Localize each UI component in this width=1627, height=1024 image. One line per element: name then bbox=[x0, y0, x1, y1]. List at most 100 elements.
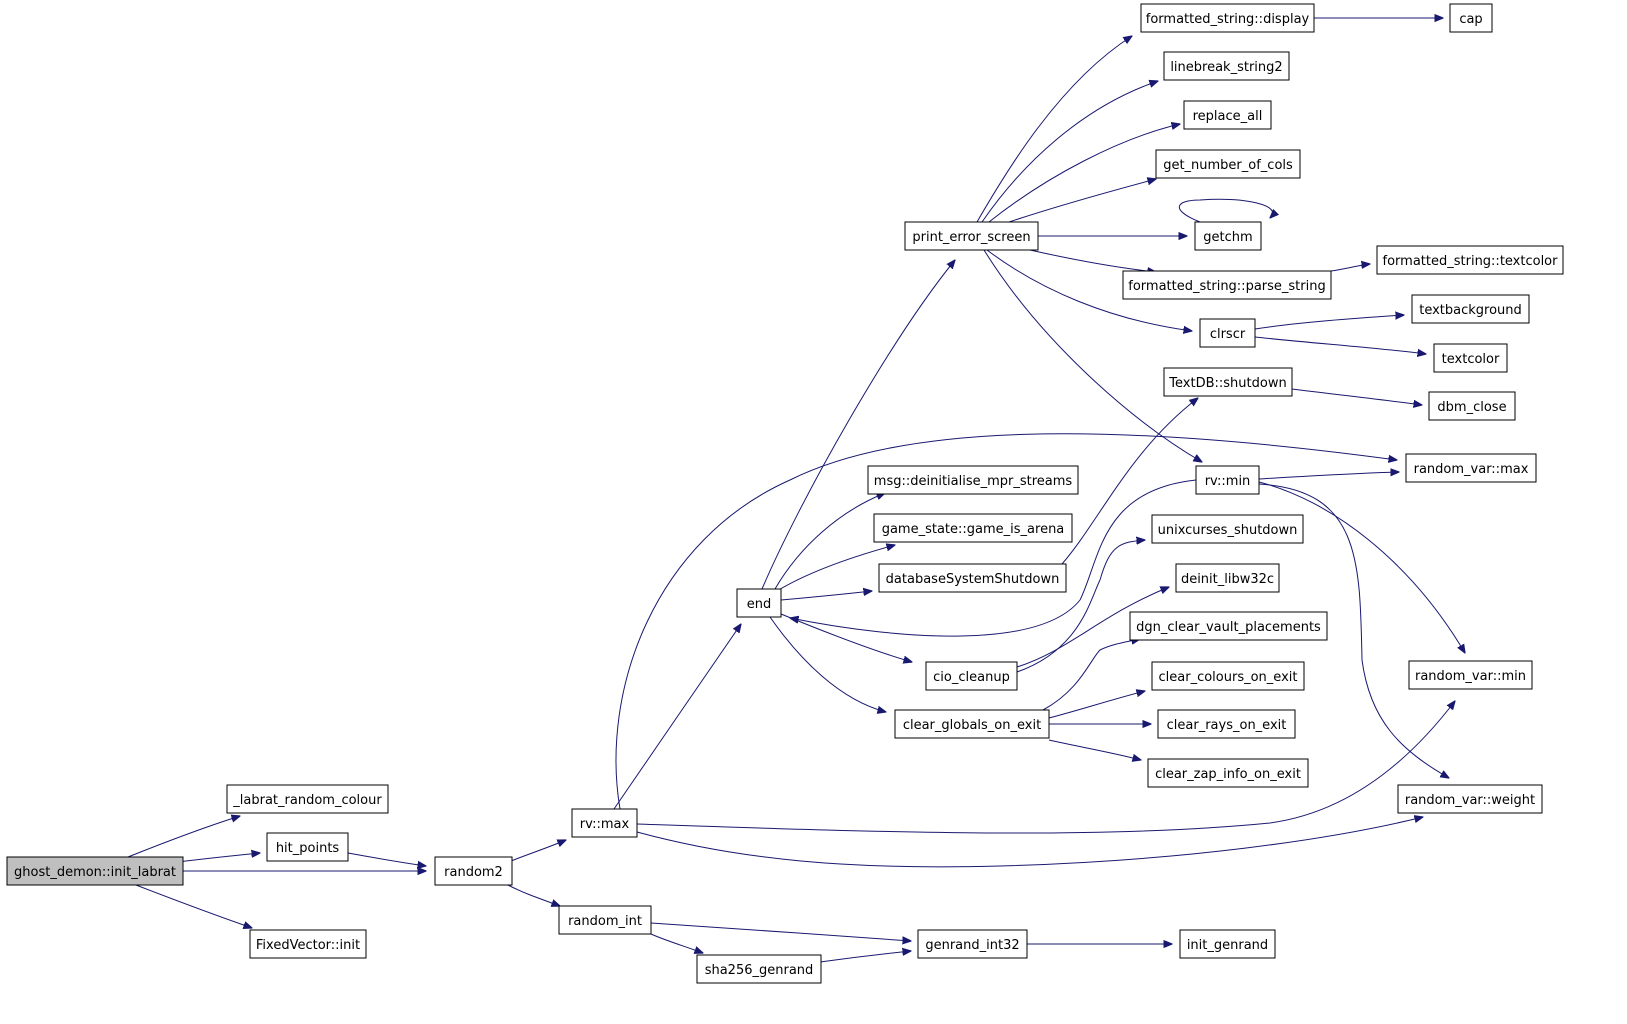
node-box bbox=[917, 929, 1028, 959]
node-label: deinit_libw32c bbox=[1181, 572, 1274, 587]
node-label: formatted_string::display bbox=[1146, 12, 1310, 27]
edges-layer bbox=[128, 18, 1465, 963]
node-replace-all[interactable]: replace_all bbox=[1183, 100, 1272, 130]
node-label: formatted_string::parse_string bbox=[1128, 279, 1325, 294]
edge-arrow bbox=[774, 493, 885, 590]
edge-arrow bbox=[1291, 388, 1422, 405]
edge-arrow bbox=[1330, 264, 1370, 272]
node-sha256[interactable]: sha256_genrand bbox=[696, 954, 822, 984]
node-labrat-colour[interactable]: _labrat_random_colour bbox=[226, 784, 389, 814]
node-box bbox=[1140, 3, 1315, 33]
edge-arrow bbox=[1178, 198, 1272, 223]
node-clear-globals[interactable]: clear_globals_on_exit bbox=[894, 709, 1050, 739]
node-label: print_error_screen bbox=[912, 230, 1030, 245]
node-box bbox=[434, 856, 513, 886]
node-pes[interactable]: print_error_screen bbox=[904, 221, 1039, 251]
node-label: textbackground bbox=[1419, 303, 1522, 318]
node-fs-display[interactable]: formatted_string::display bbox=[1140, 3, 1315, 33]
node-random-int[interactable]: random_int bbox=[558, 905, 652, 935]
edge-arrow bbox=[1254, 315, 1404, 330]
node-cap[interactable]: cap bbox=[1449, 3, 1493, 33]
edge-arrow bbox=[1048, 691, 1145, 719]
node-init-genrand[interactable]: init_genrand bbox=[1179, 929, 1276, 959]
node-box bbox=[1179, 929, 1276, 959]
edge-arrow bbox=[780, 591, 872, 601]
node-end[interactable]: end bbox=[736, 588, 782, 618]
node-label: databaseSystemShutdown bbox=[886, 572, 1060, 587]
node-label: clear_globals_on_exit bbox=[903, 718, 1041, 733]
node-dbs-shutdown[interactable]: databaseSystemShutdown bbox=[878, 563, 1067, 593]
edge-pes-to-fs_display bbox=[976, 36, 1132, 223]
node-box bbox=[1129, 611, 1328, 641]
edge-pes-to-linebreak bbox=[981, 81, 1158, 223]
node-deinit-w32[interactable]: deinit_libw32c bbox=[1175, 563, 1280, 593]
edge-arrow bbox=[761, 260, 955, 590]
edge-arrow bbox=[135, 884, 252, 928]
node-box bbox=[878, 563, 1067, 593]
edge-arrow bbox=[981, 81, 1158, 223]
edge-pes-to-replace_all bbox=[988, 124, 1180, 223]
node-textdb-shutdown[interactable]: TextDB::shutdown bbox=[1163, 367, 1293, 397]
node-label: cap bbox=[1459, 12, 1482, 27]
edge-rv_min-to-end bbox=[790, 479, 1197, 637]
node-box bbox=[558, 905, 652, 935]
node-unix-shutdown[interactable]: unixcurses_shutdown bbox=[1151, 514, 1304, 544]
node-clrscr[interactable]: clrscr bbox=[1199, 318, 1256, 348]
node-rvar-max[interactable]: random_var::max bbox=[1405, 453, 1537, 483]
edge-end-to-gs_arena bbox=[776, 545, 895, 592]
edge-arrow bbox=[1016, 587, 1169, 668]
node-label: cio_cleanup bbox=[933, 670, 1010, 685]
node-label: formatted_string::textcolor bbox=[1383, 254, 1559, 269]
node-box bbox=[1433, 343, 1508, 373]
node-rvar-min[interactable]: random_var::min bbox=[1408, 660, 1533, 690]
node-dbm-close[interactable]: dbm_close bbox=[1428, 391, 1516, 421]
node-textbackground[interactable]: textbackground bbox=[1411, 294, 1530, 324]
node-getchm[interactable]: getchm bbox=[1194, 221, 1262, 251]
node-fv-init[interactable]: FixedVector::init bbox=[249, 929, 367, 959]
node-clear-colours[interactable]: clear_colours_on_exit bbox=[1151, 661, 1305, 691]
node-ghost[interactable]: ghost_demon::init_labrat bbox=[6, 856, 184, 886]
node-rvar-weight[interactable]: random_var::weight bbox=[1397, 784, 1543, 814]
node-genrand32[interactable]: genrand_int32 bbox=[917, 929, 1028, 959]
node-label: clear_colours_on_exit bbox=[1159, 670, 1298, 685]
node-random2[interactable]: random2 bbox=[434, 856, 513, 886]
node-gs-arena[interactable]: game_state::game_is_arena bbox=[873, 513, 1073, 543]
edge-arrow bbox=[988, 124, 1180, 223]
node-label: clrscr bbox=[1210, 327, 1246, 342]
node-hit-points[interactable]: hit_points bbox=[266, 832, 349, 862]
edge-cio_cleanup-to-deinit_w32 bbox=[1042, 639, 1140, 711]
edge-arrow bbox=[507, 884, 560, 906]
edge-random_int-to-genrand32 bbox=[650, 922, 911, 941]
edge-cio_cleanup-to-unix_shutdown bbox=[1016, 587, 1169, 668]
node-dgn-clear[interactable]: dgn_clear_vault_placements bbox=[1129, 611, 1328, 641]
node-clear-rays[interactable]: clear_rays_on_exit bbox=[1157, 709, 1296, 739]
node-label: clear_rays_on_exit bbox=[1167, 718, 1287, 733]
node-label: rv::min bbox=[1205, 474, 1251, 489]
node-box bbox=[1122, 270, 1332, 300]
node-clear-zap[interactable]: clear_zap_info_on_exit bbox=[1147, 758, 1309, 788]
edge-rv_min-to-rvar_max bbox=[1258, 472, 1399, 480]
node-msg-deinit[interactable]: msg::deinitialise_mpr_streams bbox=[867, 465, 1079, 495]
edge-arrow bbox=[1048, 739, 1141, 760]
node-fs-textcolor[interactable]: formatted_string::textcolor bbox=[1376, 245, 1564, 275]
node-label: FixedVector::init bbox=[256, 938, 360, 953]
edge-rv_max-to-rvar_weight bbox=[636, 817, 1423, 868]
node-get-cols[interactable]: get_number_of_cols bbox=[1155, 149, 1301, 179]
edge-textdb_shutdown-to-dbm_close bbox=[1291, 388, 1422, 405]
edge-random2-to-random_int bbox=[507, 884, 560, 906]
node-rv-max[interactable]: rv::max bbox=[571, 808, 638, 838]
edge-arrow bbox=[1254, 336, 1426, 354]
nodes-layer: ghost_demon::init_labrat _labrat_random_c… bbox=[6, 3, 1564, 984]
node-box bbox=[1151, 514, 1304, 544]
node-textcolor[interactable]: textcolor bbox=[1433, 343, 1508, 373]
edge-random_int-to-sha256 bbox=[650, 933, 703, 953]
node-box bbox=[1195, 465, 1260, 495]
edge-getchm-to-getchm bbox=[1178, 198, 1272, 223]
edge-arrow bbox=[1258, 481, 1465, 653]
node-fs-parse[interactable]: formatted_string::parse_string bbox=[1122, 270, 1332, 300]
node-cio-cleanup[interactable]: cio_cleanup bbox=[925, 661, 1018, 691]
node-rv-min[interactable]: rv::min bbox=[1195, 465, 1260, 495]
node-box bbox=[736, 588, 782, 618]
node-linebreak[interactable]: linebreak_string2 bbox=[1163, 51, 1290, 81]
node-label: random2 bbox=[444, 865, 503, 880]
